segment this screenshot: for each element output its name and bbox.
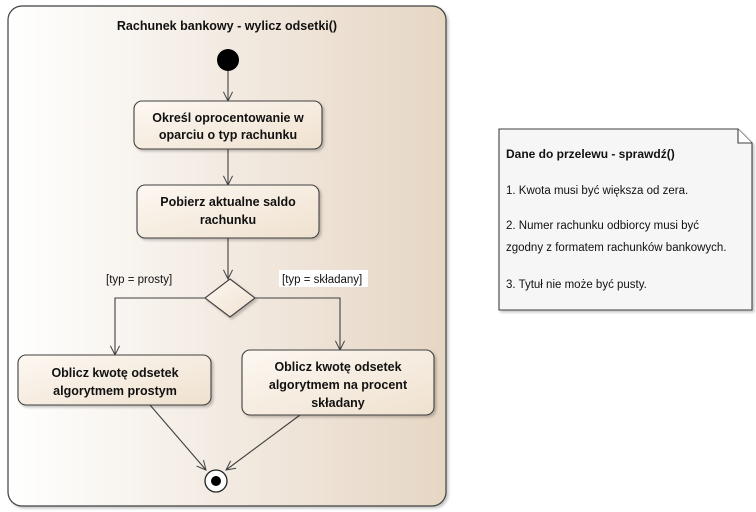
note-folded-corner (737, 129, 752, 144)
guard-compound-label: [typ = składany] (279, 270, 368, 287)
action-compound-interest-line1: Oblicz kwotę odsetek (274, 360, 401, 374)
note-body (498, 128, 753, 311)
action-determine-interest-line2: oparciu o typ rachunku (159, 128, 297, 142)
control-flows (115, 71, 340, 470)
activity-frame: Rachunek bankowy - wylicz odsetki() (7, 5, 447, 507)
action-determine-interest-box (133, 100, 323, 150)
action-simple-interest-box (17, 354, 212, 406)
action-simple-interest: Oblicz kwotę odsetek algorytmem prostym (17, 354, 212, 406)
guard-simple: [typ = prosty] (106, 274, 172, 286)
flow-simple-to-final (149, 404, 206, 470)
action-determine-interest: Określ oprocentowanie w oparciu o typ ra… (133, 100, 323, 150)
action-compound-interest: Oblicz kwotę odsetek algorytmem na proce… (241, 349, 435, 416)
action-simple-interest-line2: algorytmem prostym (53, 384, 177, 398)
note-line-3: 3. Tytuł nie może być pusty. (506, 279, 647, 291)
activity-frame-border (7, 5, 447, 507)
validation-note: Dane do przelewu - sprawdź() 1. Kwota mu… (498, 128, 753, 311)
guard-compound: [typ = składany] (282, 274, 362, 286)
decision-node (204, 278, 256, 318)
action-compound-interest-box (241, 349, 435, 416)
note-line-2b: zgodny z formatem rachunków bankowych. (506, 242, 727, 254)
action-get-balance: Pobierz aktualne saldo rachunku (136, 184, 320, 239)
flow-decision-to-compound (250, 297, 340, 350)
note-line-2a: 2. Numer rachunku odbiorcy musi być (506, 220, 699, 232)
action-compound-interest-line2: algorytmem na procent (269, 378, 408, 392)
final-node-inner (211, 476, 221, 486)
flow-compound-to-final (226, 414, 301, 470)
flow-decision-to-simple (115, 297, 210, 355)
action-compound-interest-line3: składany (311, 396, 365, 410)
action-get-balance-box (136, 184, 320, 239)
final-node (204, 469, 228, 493)
activity-title: Rachunek bankowy - wylicz odsetki() (117, 19, 337, 33)
note-line-1: 1. Kwota musi być większa od zera. (506, 185, 688, 197)
action-simple-interest-line1: Oblicz kwotę odsetek (51, 366, 178, 380)
note-title: Dane do przelewu - sprawdź() (506, 147, 675, 161)
guard-compound-background (279, 270, 368, 287)
action-get-balance-line1: Pobierz aktualne saldo (160, 195, 296, 209)
action-get-balance-line2: rachunku (200, 213, 256, 227)
initial-node (217, 49, 239, 71)
action-determine-interest-line1: Określ oprocentowanie w (152, 111, 304, 125)
